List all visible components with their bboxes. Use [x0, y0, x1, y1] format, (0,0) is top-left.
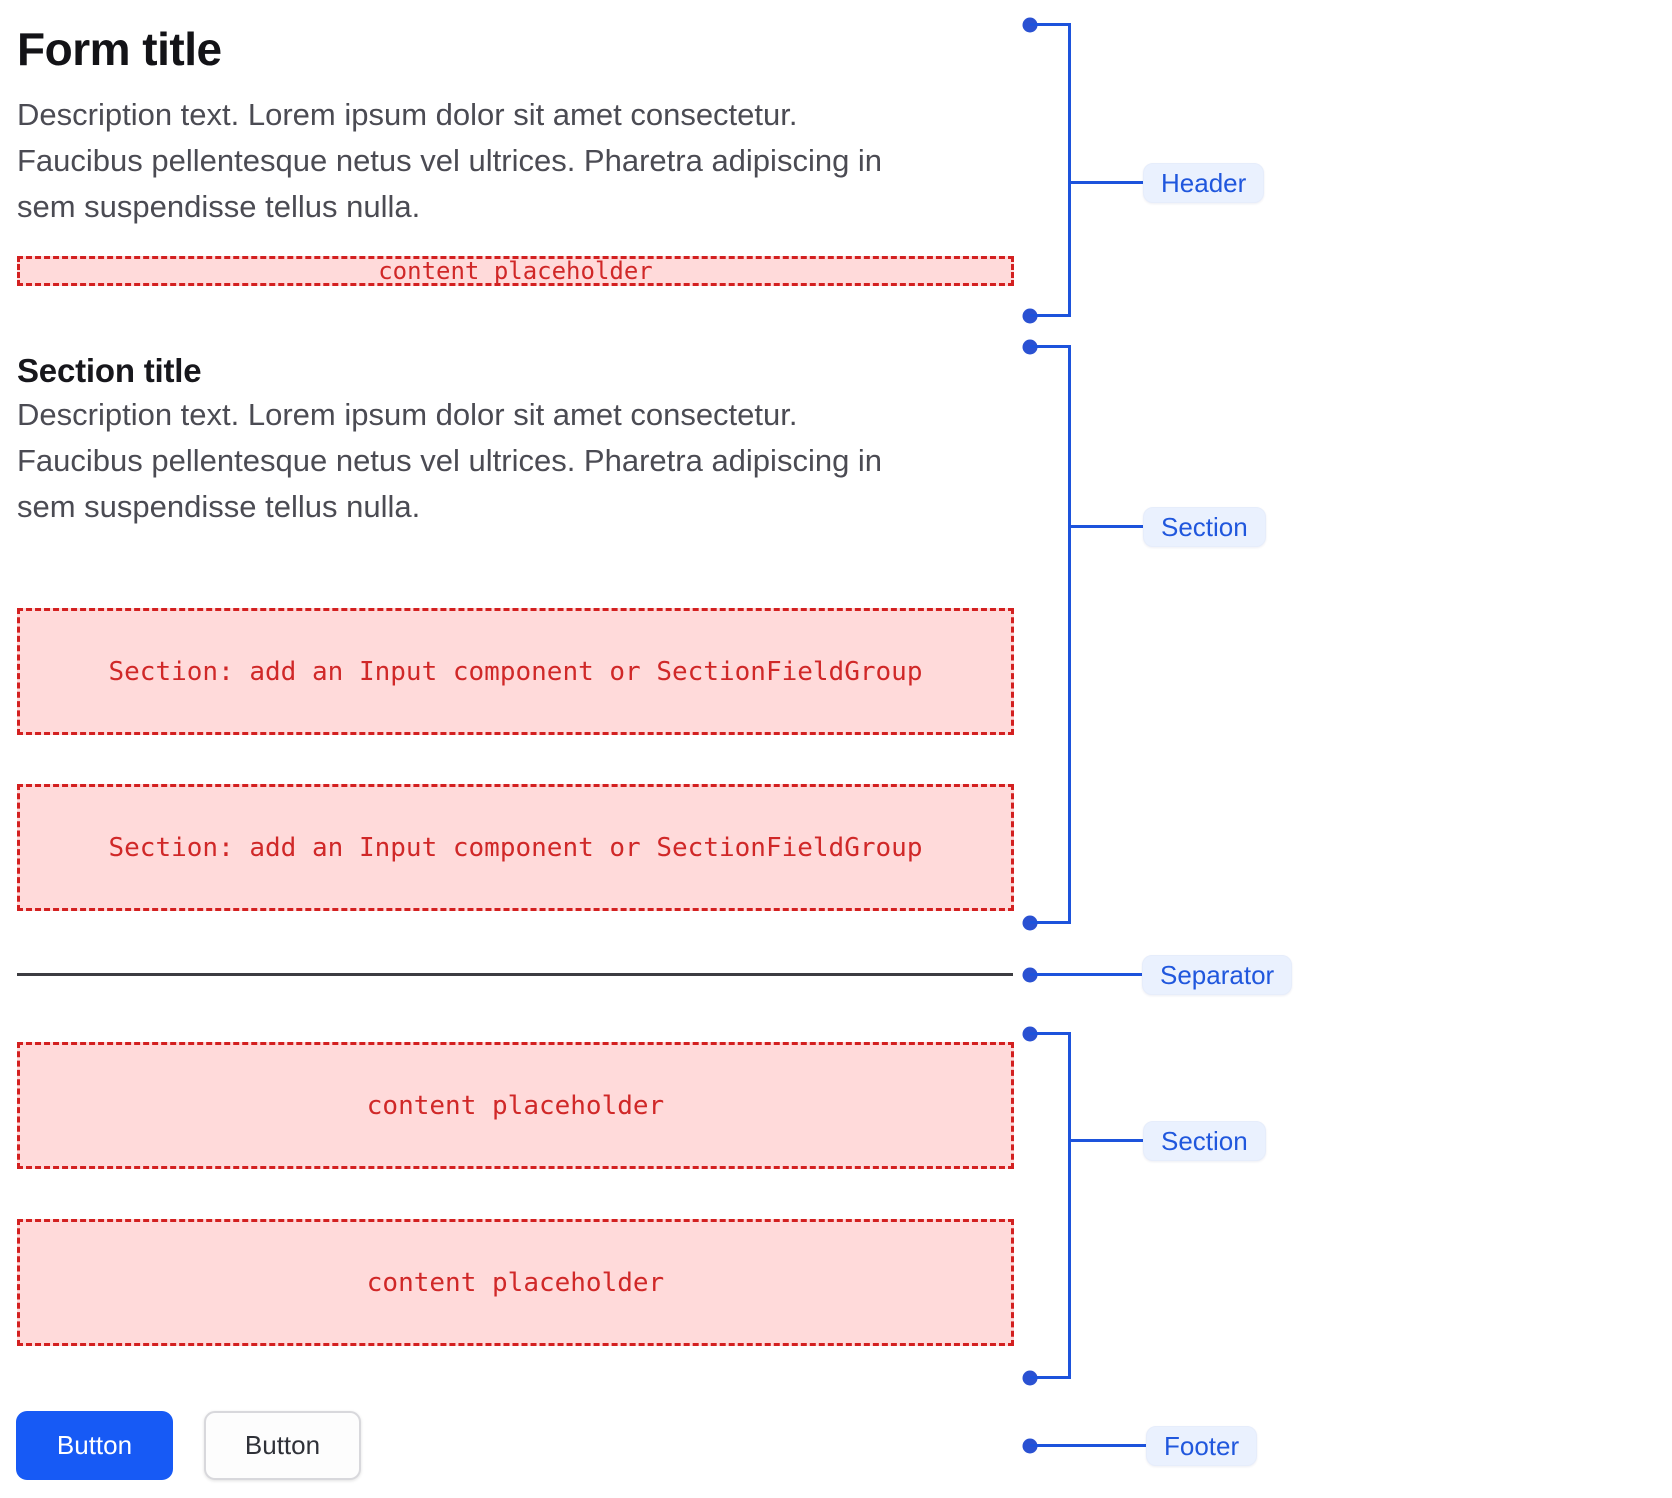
annotation-bracket-stub	[1030, 314, 1071, 317]
section2-content-placeholder: content placeholder	[17, 1042, 1014, 1169]
section-field-placeholder: Section: add an Input component or Secti…	[17, 784, 1014, 911]
annotation-bracket-line	[1068, 345, 1071, 924]
form-description-line: sem suspendisse tellus nulla.	[17, 189, 421, 224]
annotation-connector-line	[1071, 181, 1143, 184]
annotation-bracket-stub	[1030, 23, 1071, 26]
section-field-placeholder: Section: add an Input component or Secti…	[17, 608, 1014, 735]
annotation-bracket-stub	[1030, 921, 1071, 924]
separator-line	[17, 973, 1013, 976]
section-description-line: Faucibus pellentesque netus vel ultrices…	[17, 443, 883, 478]
form-description-line: Description text. Lorem ipsum dolor sit …	[17, 97, 798, 132]
annotation-label-header: Header	[1143, 163, 1265, 203]
section2-content-placeholder-text: content placeholder	[366, 1267, 665, 1298]
section-description-line: Description text. Lorem ipsum dolor sit …	[17, 397, 798, 432]
section2-content-placeholder-text: content placeholder	[366, 1090, 665, 1121]
annotation-label-section: Section	[1143, 1121, 1266, 1161]
annotation-bracket-line	[1068, 23, 1071, 317]
header-content-placeholder-text: content placeholder	[378, 257, 653, 285]
section-description: Description text. Lorem ipsum dolor sit …	[17, 392, 882, 530]
form-description-line: Faucibus pellentesque netus vel ultrices…	[17, 143, 883, 178]
section-field-placeholder-text: Section: add an Input component or Secti…	[108, 832, 923, 863]
annotation-label-section: Section	[1143, 507, 1266, 547]
annotation-label-footer: Footer	[1146, 1426, 1258, 1466]
annotation-bracket-stub	[1030, 345, 1071, 348]
section-field-placeholder-text: Section: add an Input component or Secti…	[108, 656, 923, 687]
annotation-connector-line	[1071, 1139, 1143, 1142]
annotation-connector-line	[1030, 973, 1142, 976]
form-title: Form title	[17, 23, 222, 75]
annotation-connector-line	[1030, 1444, 1146, 1447]
annotation-bracket-line	[1068, 1032, 1071, 1379]
primary-button[interactable]: Button	[16, 1411, 173, 1480]
secondary-button[interactable]: Button	[204, 1411, 361, 1480]
header-content-placeholder: content placeholder	[17, 256, 1014, 286]
section-description-line: sem suspendisse tellus nulla.	[17, 489, 421, 524]
annotation-bracket-stub	[1030, 1376, 1071, 1379]
annotation-bracket-stub	[1030, 1032, 1071, 1035]
section2-content-placeholder: content placeholder	[17, 1219, 1014, 1346]
annotation-connector-line	[1071, 525, 1143, 528]
annotation-label-separator: Separator	[1142, 955, 1293, 995]
section-title: Section title	[17, 352, 202, 389]
form-description: Description text. Lorem ipsum dolor sit …	[17, 92, 882, 230]
